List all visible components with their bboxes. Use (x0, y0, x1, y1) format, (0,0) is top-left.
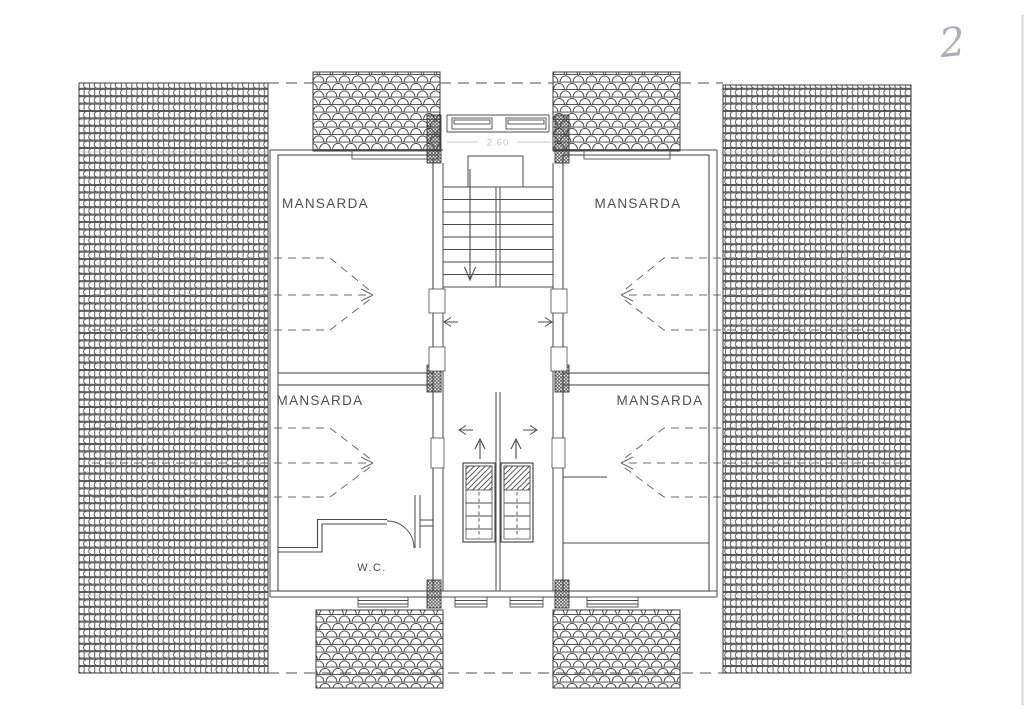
arrowhead-icon (360, 456, 374, 470)
top-wall-windows (351, 150, 671, 160)
ridge-dashed-lines (268, 82, 723, 674)
roof-slope-arrow-bottom-left (92, 427, 374, 498)
channel-arrow-right-icon (523, 425, 538, 435)
attic-stair-channels (458, 392, 538, 591)
roof-slope-arrow-top-right (620, 257, 903, 331)
door-jambs (428, 288, 568, 469)
faint-structure-lines (79, 120, 911, 660)
stair-width-dimension-value: 2.60 (487, 138, 510, 149)
room-label-top-right: MANSARDA (595, 196, 682, 211)
dormer-roof-bottom-left (315, 609, 444, 689)
dormer-roof-bottom-right (552, 609, 681, 689)
roof-hatch-right (722, 84, 912, 674)
stairwell-top-windows (446, 114, 550, 133)
entry-arrow-left-icon (443, 317, 458, 327)
room-label-bottom-left: MANSARDA (277, 393, 364, 408)
stair-up-arrow-left-icon (474, 437, 486, 459)
room-label-bottom-right: MANSARDA (617, 393, 704, 408)
dormer-roof-top-right (552, 71, 681, 152)
bottom-wall-windows (357, 596, 639, 608)
roof-hatch-left (78, 82, 269, 674)
stair-width-dimension: 2.60 (447, 138, 551, 149)
entry-arrow-right-icon (538, 317, 553, 327)
arrowhead-icon (360, 288, 374, 302)
wc-label: W.C. (357, 562, 386, 574)
channel-arrow-left-icon (458, 425, 473, 435)
main-staircase (443, 155, 553, 288)
arrowhead-icon (620, 456, 634, 470)
sheet-number: 2 (936, 19, 967, 68)
dormer-roof-top-left (312, 71, 441, 152)
room-outlines (277, 154, 710, 592)
bottom-right-partitions (563, 476, 709, 544)
roof-slope-arrow-bottom-right (620, 427, 903, 498)
attic-stair-left (462, 462, 496, 543)
landing-entry-arrows (443, 317, 553, 327)
stair-down-arrow (463, 169, 477, 282)
masonry-pillars (426, 114, 570, 609)
attic-stair-right (500, 462, 534, 543)
wc-door-swing-arc (386, 520, 415, 549)
arrowhead-icon (620, 288, 634, 302)
room-label-top-left: MANSARDA (282, 196, 369, 211)
roof-slope-arrow-top-left (92, 257, 374, 331)
wc-room (278, 495, 433, 553)
stair-up-arrow-right-icon (510, 437, 522, 459)
